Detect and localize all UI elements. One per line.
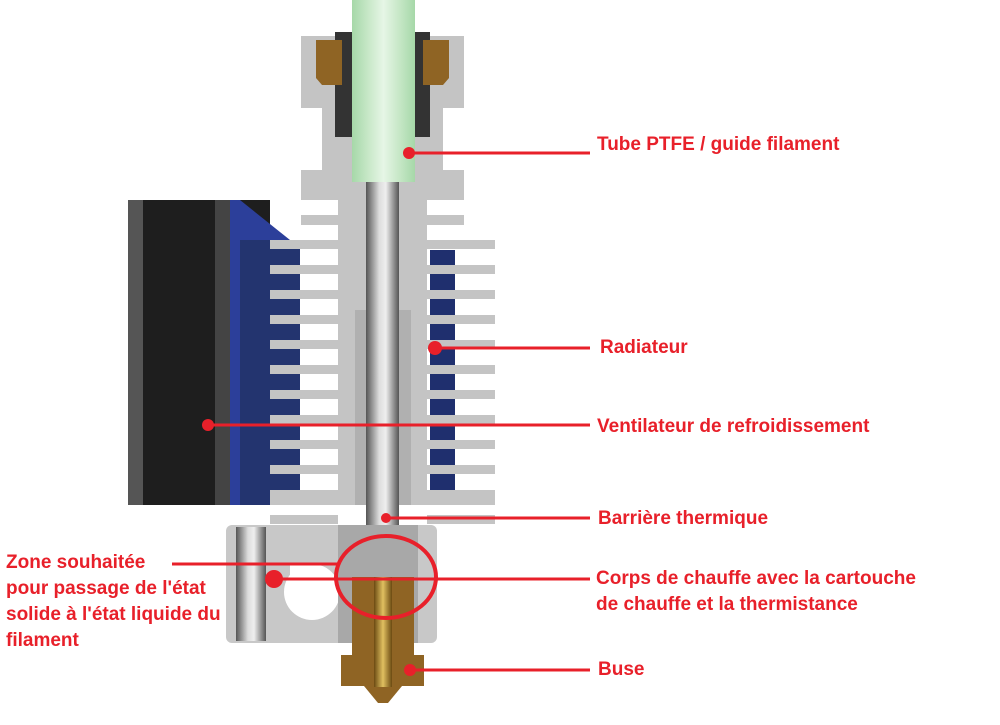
heatsink-fin	[427, 265, 495, 274]
label-zone-line1: Zone souhaitée	[6, 552, 146, 573]
label-nozzle: Buse	[598, 659, 645, 680]
heatsink-fin	[427, 340, 495, 349]
heatsink-fin	[270, 315, 338, 324]
heatsink-fin	[427, 390, 495, 399]
heater-screw	[236, 527, 266, 641]
label-heater-line2: de chauffe et la thermistance	[596, 594, 858, 615]
heatsink-fin	[270, 415, 338, 424]
target-zone-circle	[334, 534, 438, 620]
heatsink-fins	[270, 250, 495, 524]
nozzle	[341, 577, 424, 703]
heatsink-fin	[427, 290, 495, 299]
heatsink-fin	[270, 265, 338, 274]
heatsink-fin	[427, 465, 495, 474]
annotation-dots	[202, 147, 442, 676]
label-heater-line1: Corps de chauffe avec la cartouche	[596, 568, 916, 589]
cooling-fan	[128, 200, 300, 505]
heatsink-fin	[270, 465, 338, 474]
label-zone-line3: solide à l'état liquide du	[6, 604, 221, 625]
heatsink-fin	[270, 390, 338, 399]
label-melt-zone: Zone souhaitée pour passage de l'état so…	[6, 550, 221, 654]
annotation-lines	[172, 151, 590, 672]
label-fan: Ventilateur de refroidissement	[597, 416, 870, 437]
label-zone-line2: pour passage de l'état	[6, 578, 206, 599]
heatsink-fin	[427, 440, 495, 449]
heatbreak-tube	[366, 182, 399, 577]
label-radiator: Radiateur	[600, 337, 688, 358]
label-heater-block: Corps de chauffe avec la cartouche de ch…	[596, 566, 916, 618]
heatsink-fin	[270, 515, 338, 524]
label-heatbreak: Barrière thermique	[598, 508, 769, 529]
heatsink-fin	[427, 315, 495, 324]
heatsink-fin	[427, 415, 495, 424]
heatsink-fin	[270, 440, 338, 449]
heatsink-fin	[427, 365, 495, 374]
heatsink-fin	[270, 365, 338, 374]
heatsink-fin	[270, 340, 338, 349]
label-zone-line4: filament	[6, 630, 79, 651]
coupling-collet	[316, 40, 342, 85]
heatsink-fin	[270, 290, 338, 299]
label-ptfe-tube: Tube PTFE / guide filament	[597, 134, 840, 155]
